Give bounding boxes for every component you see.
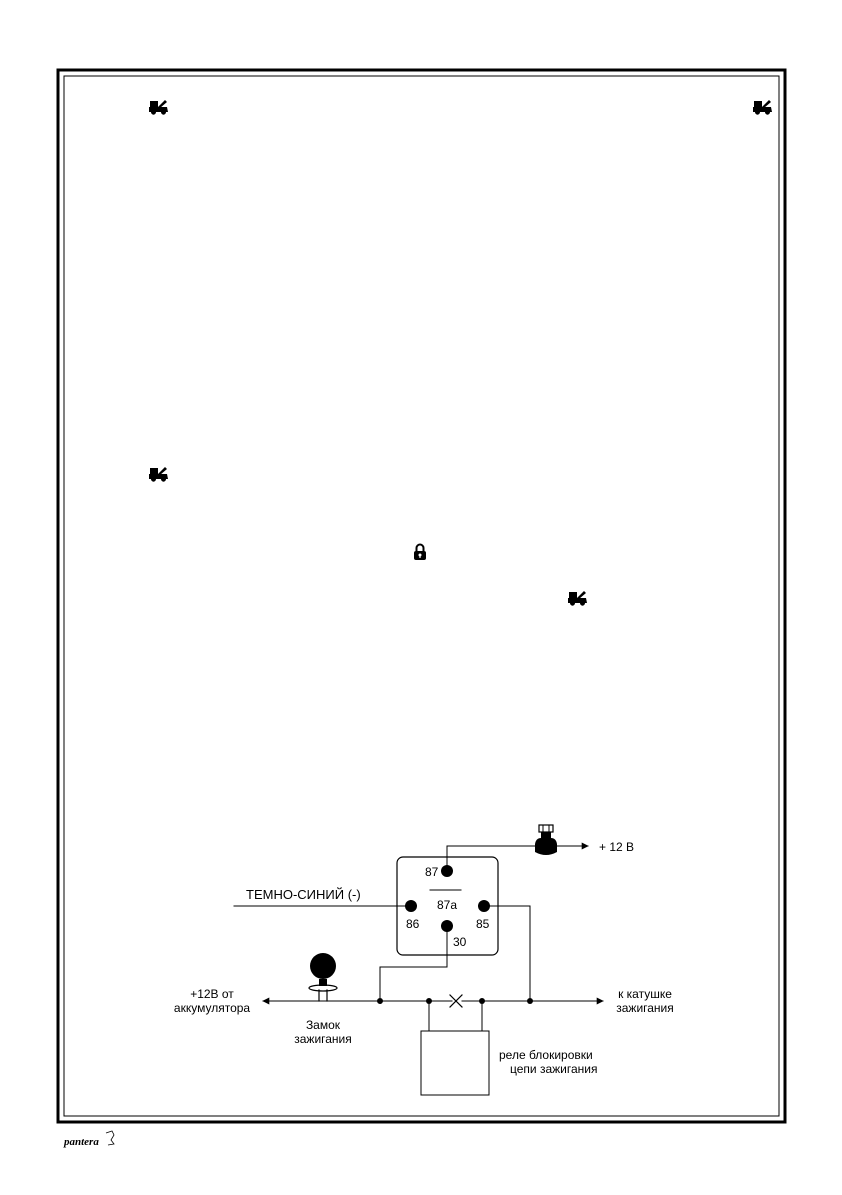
relay-pin-30-label: 30	[453, 935, 467, 949]
block-relay-label-2: цепи зажигания	[510, 1062, 597, 1076]
page-border-inner	[63, 75, 780, 1117]
pantera-logo-text: pantera	[63, 1136, 99, 1148]
pantera-logo: pantera	[63, 1130, 115, 1148]
junction-dot	[377, 998, 383, 1004]
relay-pin-87a-label: 87a	[437, 898, 457, 912]
ignition-label-2: зажигания	[294, 1032, 352, 1046]
plus12v-label: + 12 В	[599, 840, 634, 854]
block-relay-box	[420, 1030, 490, 1096]
relay-pin-86-label: 86	[406, 917, 420, 931]
page-border-outer	[56, 68, 787, 1124]
ignition-key-icon	[308, 953, 338, 1002]
car-hood-icon	[149, 467, 168, 482]
wire-dark-blue-label: ТЕМНО-СИНИЙ (-)	[246, 887, 361, 902]
wire-85	[483, 905, 531, 1002]
battery-label-1: +12В от	[190, 987, 234, 1001]
junction-dot	[527, 998, 533, 1004]
relay-pin-85-label: 85	[476, 917, 490, 931]
wire-30	[379, 925, 448, 1002]
coil-label-2: зажигания	[616, 1001, 674, 1015]
wiring-diagram: 87 87a 86 85 30 + 12 В ТЕМНО-СИНИЙ (-)	[174, 824, 674, 1096]
battery-label-2: аккумулятора	[174, 1001, 251, 1015]
wire-87-to-plus12v	[446, 842, 589, 872]
panther-icon	[105, 1130, 115, 1146]
padlock-icon	[413, 543, 427, 561]
relay-pin-87-label: 87	[425, 865, 439, 879]
ignition-label-1: Замок	[306, 1018, 341, 1032]
block-relay-label-1: реле блокировки	[499, 1048, 593, 1062]
car-hood-icon	[568, 591, 587, 606]
car-hood-icon	[149, 100, 168, 115]
fuse-icon	[535, 824, 557, 855]
car-hood-icon	[753, 100, 772, 115]
cut-mark	[449, 994, 463, 1008]
coil-label-1: к катушке	[618, 987, 672, 1001]
